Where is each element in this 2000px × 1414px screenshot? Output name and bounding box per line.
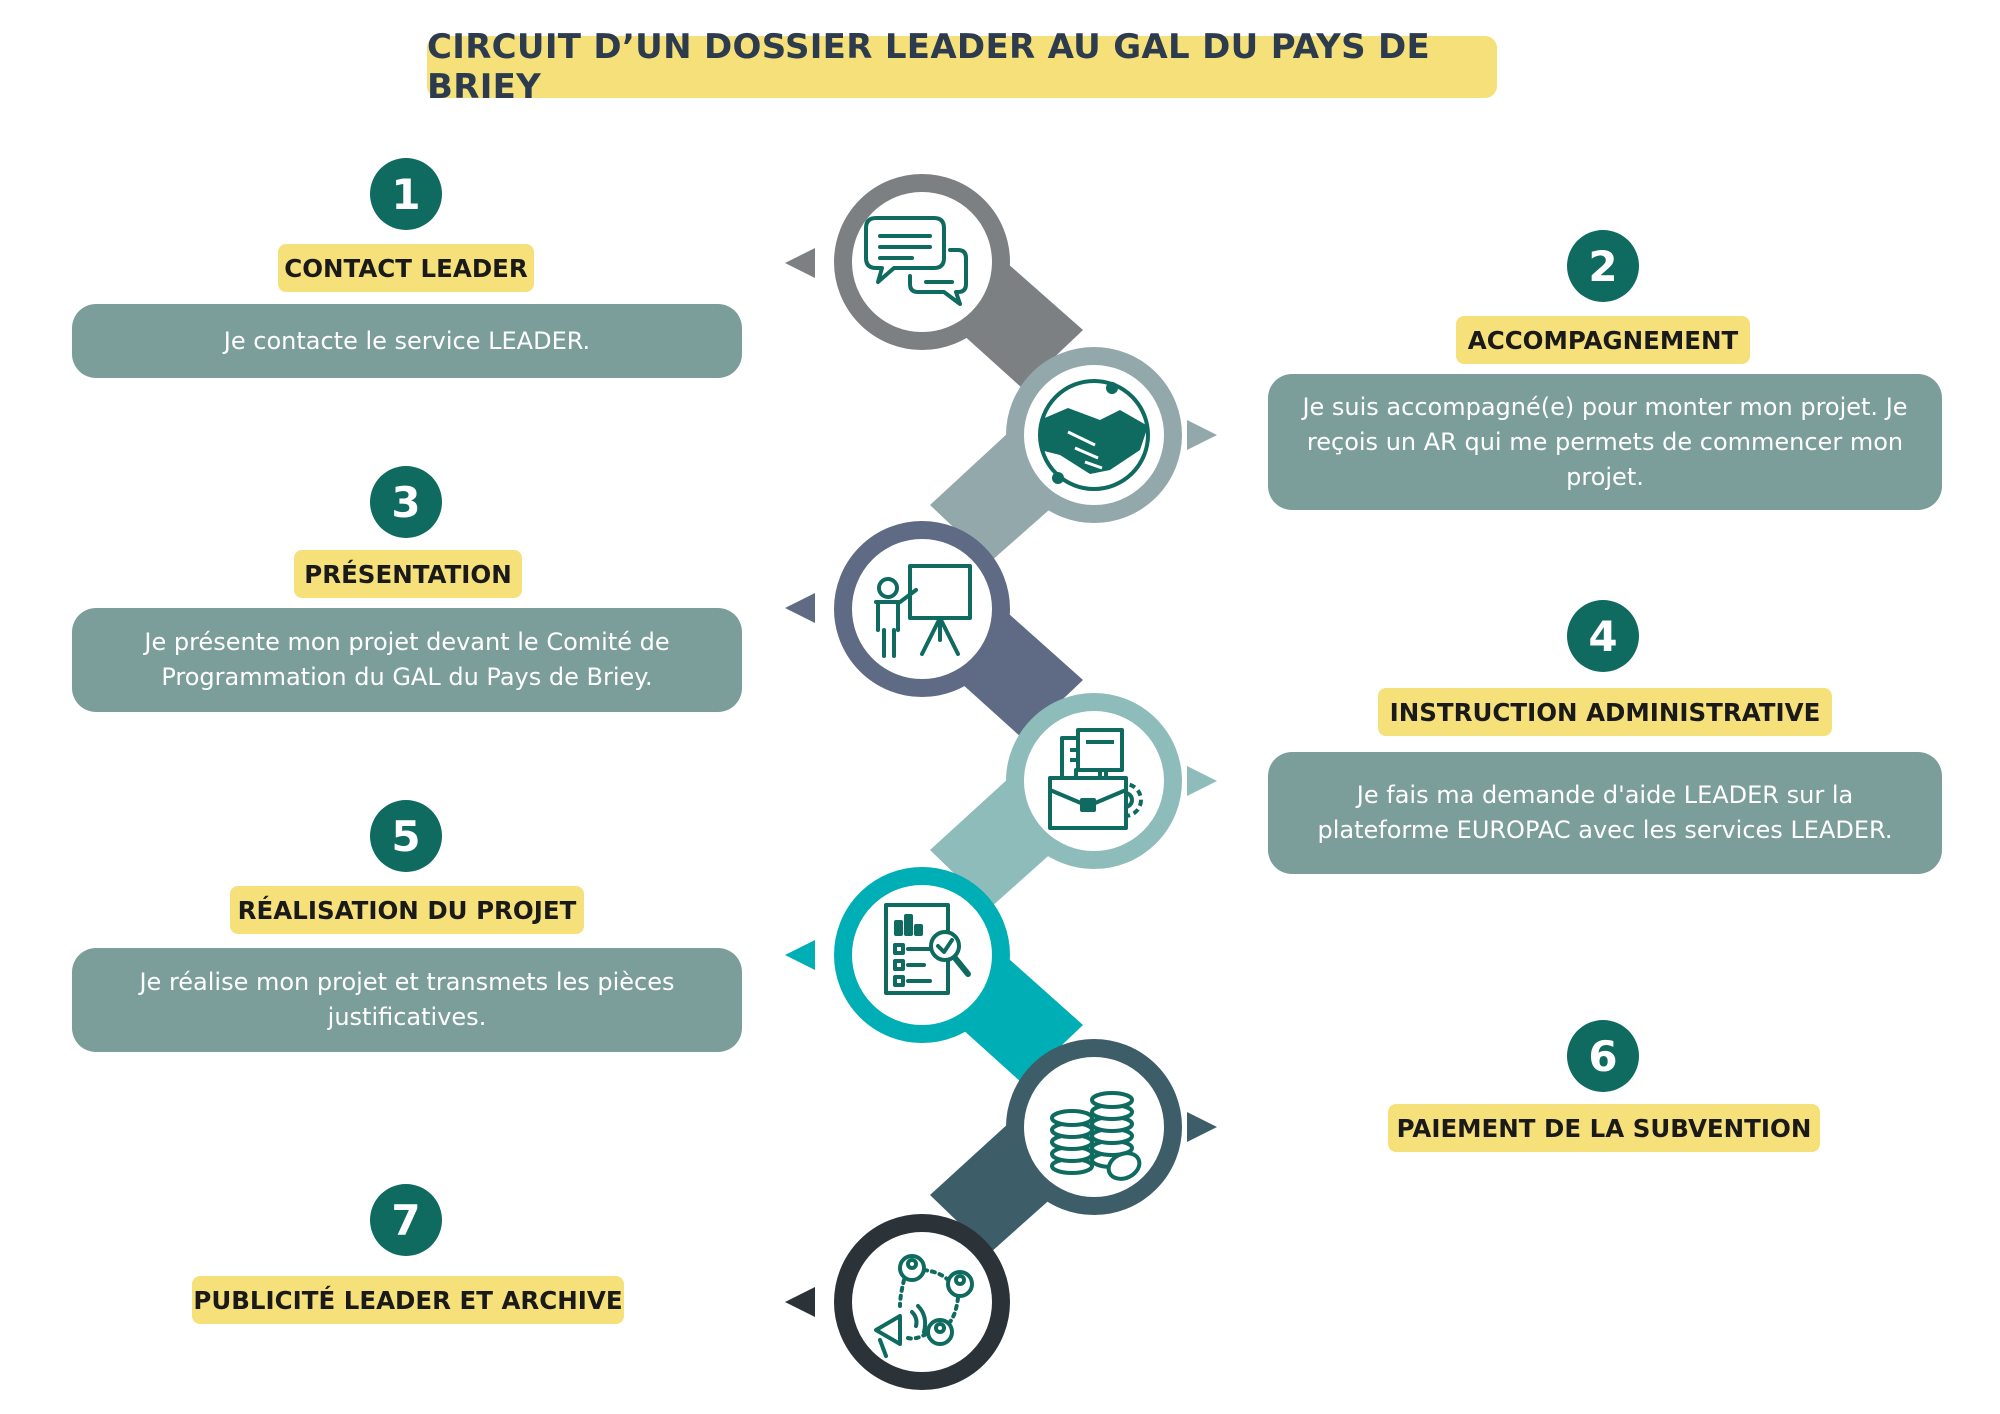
step-6-number: 6 [1567,1020,1639,1092]
handshake-icon [1038,379,1150,491]
ring-7 [834,1214,1010,1390]
pointer-6 [1187,1112,1217,1142]
ring-5 [834,867,1010,1043]
presentation-icon [874,564,972,658]
report-checklist-icon [884,903,971,995]
step-1-label: CONTACT LEADER [278,244,534,292]
step-4-label: INSTRUCTION ADMINISTRATIVE [1378,688,1832,736]
step-6-label: PAIEMENT DE LA SUBVENTION [1388,1104,1820,1152]
step-2-description: Je suis accompagné(e) pour monter mon pr… [1268,374,1942,510]
step-2-label: ACCOMPAGNEMENT [1456,316,1750,364]
step-3-description: Je présente mon projet devant le Comité … [72,608,742,712]
step-1-description: Je contacte le service LEADER. [72,304,742,378]
step-7-number: 7 [370,1184,442,1256]
pointer-2 [1187,420,1217,450]
briefcase-documents-icon [1048,728,1143,830]
step-1-number: 1 [370,158,442,230]
step-5-number: 5 [370,800,442,872]
step-2-number: 2 [1567,230,1639,302]
pointer-4 [1187,766,1217,796]
step-3-number: 3 [370,466,442,538]
step-4-description: Je fais ma demande d'aide LEADER sur la … [1268,752,1942,874]
pointer-5 [785,940,815,970]
pointer-1 [785,248,815,278]
pointer-3 [785,593,815,623]
step-5-label: RÉALISATION DU PROJET [230,886,584,934]
step-4-number: 4 [1567,600,1639,672]
step-3-label: PRÉSENTATION [294,550,522,598]
megaphone-network-icon [874,1254,974,1358]
step-7-label: PUBLICITÉ LEADER ET ARCHIVE [192,1276,624,1324]
coins-icon [1050,1091,1142,1181]
ring-1 [834,174,1010,350]
pointer-7 [785,1287,815,1317]
step-5-description: Je réalise mon projet et transmets les p… [72,948,742,1052]
chat-bubbles-icon [864,216,968,306]
ring-3 [834,521,1010,697]
